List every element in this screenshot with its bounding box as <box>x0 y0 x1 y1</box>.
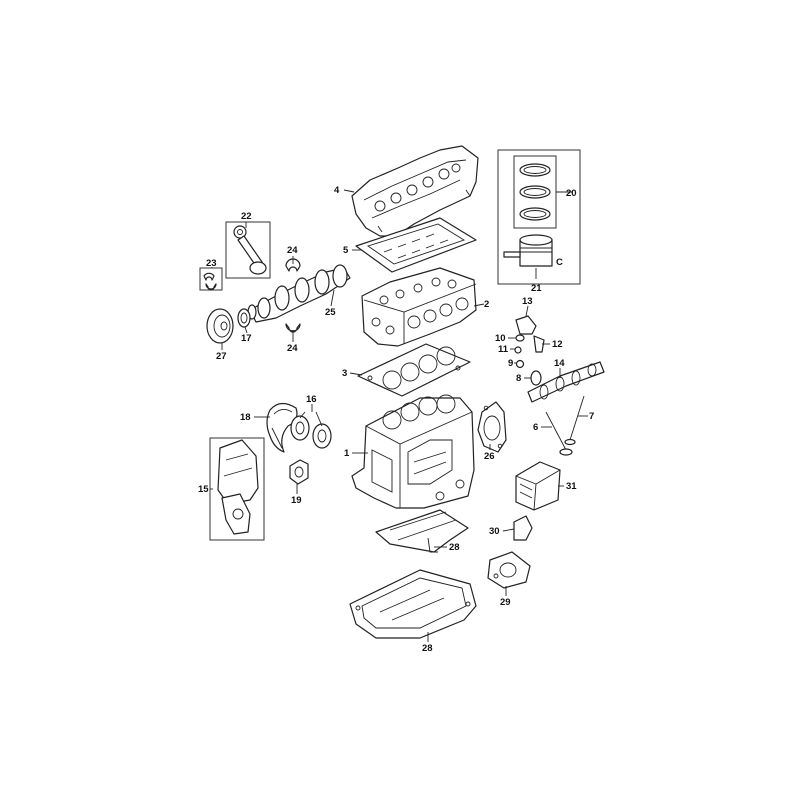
callout-24-lower: 24 <box>287 343 298 354</box>
callout-6: 6 <box>533 422 538 433</box>
piston <box>503 234 553 267</box>
oil-pump <box>487 551 531 589</box>
oil-cooler <box>515 461 561 511</box>
callout-30: 30 <box>489 526 500 537</box>
callout-5: 5 <box>343 245 349 256</box>
leader-lines <box>210 189 588 642</box>
callout-22: 22 <box>241 211 252 222</box>
oil-pan-upper <box>375 509 469 553</box>
callout-24-upper: 24 <box>287 245 298 256</box>
callout-2: 2 <box>484 299 489 310</box>
connecting-rod <box>233 225 267 275</box>
timing-chain <box>266 402 298 453</box>
callout-15: 15 <box>198 484 209 495</box>
piston-box <box>497 149 581 285</box>
connecting-rod-box <box>225 221 271 279</box>
valve-cover <box>351 145 479 237</box>
coolant-fitting <box>513 515 533 541</box>
callout-29: 29 <box>500 597 511 608</box>
oil-pan <box>349 569 477 639</box>
valve-cover-gasket <box>355 217 477 273</box>
callout-12: 12 <box>552 339 563 350</box>
main-bearing-lower <box>285 323 301 333</box>
callout-19: 19 <box>291 495 302 506</box>
callout-labels: 4 5 2 3 1 20 21 C 22 23 24 24 25 17 27 1… <box>198 185 594 654</box>
timing-cover <box>217 439 259 535</box>
head-gasket <box>357 343 471 397</box>
callout-31: 31 <box>566 481 577 492</box>
rod-bearing <box>203 272 217 291</box>
timing-gears <box>290 415 332 449</box>
callout-23: 23 <box>206 258 217 269</box>
exhaust-valve <box>564 395 585 446</box>
callout-13: 13 <box>522 296 533 307</box>
callout-28-lower: 28 <box>422 643 433 654</box>
callout-18: 18 <box>240 412 251 423</box>
callout-9: 9 <box>508 358 513 369</box>
piston-mark: C <box>556 257 563 268</box>
rear-seal-housing <box>477 401 507 453</box>
callout-7: 7 <box>589 411 594 422</box>
engine-block <box>351 394 475 509</box>
cam-gear <box>530 370 542 386</box>
callout-3: 3 <box>342 368 347 379</box>
rod-bearing-box <box>199 267 223 291</box>
callout-26: 26 <box>484 451 495 462</box>
crank-pulley <box>206 308 234 344</box>
cylinder-head <box>361 267 477 347</box>
callout-4: 4 <box>334 185 340 196</box>
callout-1: 1 <box>344 448 350 459</box>
seal-ring <box>515 334 525 342</box>
piston-rings <box>519 163 551 221</box>
intake-valve <box>545 411 573 456</box>
chain-tensioner <box>289 459 309 485</box>
callout-25: 25 <box>325 307 336 318</box>
vvt-solenoid <box>515 315 537 335</box>
crank-sprocket <box>237 308 251 328</box>
main-bearing-upper <box>285 258 301 272</box>
callout-8: 8 <box>516 373 521 384</box>
callout-11: 11 <box>498 344 509 355</box>
bolt <box>515 359 525 369</box>
callout-16: 16 <box>306 394 317 405</box>
callout-21: 21 <box>531 283 542 294</box>
callout-10: 10 <box>495 333 506 344</box>
oil-plug <box>514 346 522 354</box>
callout-27: 27 <box>216 351 227 362</box>
callout-14: 14 <box>554 358 565 369</box>
callout-20: 20 <box>566 188 577 199</box>
cam-sensor <box>533 335 545 353</box>
callout-17: 17 <box>241 333 252 344</box>
callout-28-upper: 28 <box>449 542 460 553</box>
